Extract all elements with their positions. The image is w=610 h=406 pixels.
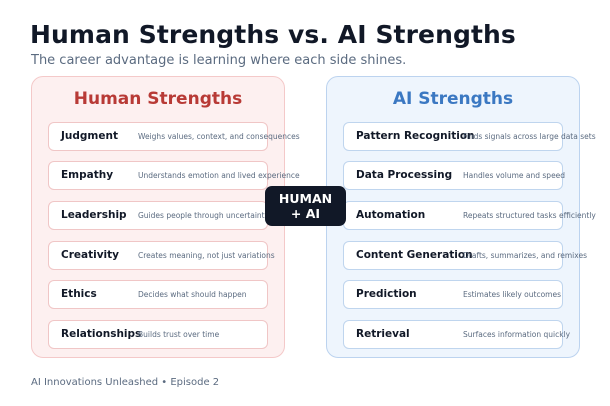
badge-line-2: + AI xyxy=(290,206,321,221)
card-description: Creates meaning, not just variations xyxy=(138,251,275,260)
card-description: Finds signals across large data sets xyxy=(463,132,596,141)
card-label: Leadership xyxy=(61,209,127,221)
human-panel-title: Human Strengths xyxy=(73,89,243,109)
card-description: Handles volume and speed xyxy=(463,171,566,180)
page-title: Human Strengths vs. AI Strengths xyxy=(30,20,516,49)
card-label: Judgment xyxy=(61,130,118,142)
card-label: Automation xyxy=(356,209,426,221)
card-description: Surfaces information quickly xyxy=(463,330,571,339)
human-strengths-panel: Human Strengths Judgment Weighs values, … xyxy=(31,76,300,358)
page-subtitle: The career advantage is learning where e… xyxy=(31,53,407,68)
human-card-relationships: Relationships Builds trust over time xyxy=(48,320,268,349)
ai-card-automation: Automation Repeats structured tasks effi… xyxy=(343,201,596,230)
card-description: Weighs values, context, and consequences xyxy=(138,132,300,141)
human-card-creativity: Creativity Creates meaning, not just var… xyxy=(48,241,275,270)
ai-card-prediction: Prediction Estimates likely outcomes xyxy=(343,280,563,309)
card-description: Understands emotion and lived experience xyxy=(138,171,300,180)
card-label: Prediction xyxy=(356,288,417,300)
ai-card-data-processing: Data Processing Handles volume and speed xyxy=(343,161,566,190)
card-label: Data Processing xyxy=(356,169,453,181)
badge-line-1: HUMAN xyxy=(278,191,333,206)
card-label: Pattern Recognition xyxy=(356,130,475,142)
ai-card-retrieval: Retrieval Surfaces information quickly xyxy=(343,320,570,349)
human-plus-ai-badge: HUMAN + AI xyxy=(265,186,346,226)
ai-strengths-panel: AI Strengths Pattern Recognition Finds s… xyxy=(326,76,596,358)
card-label: Retrieval xyxy=(356,328,410,340)
human-card-leadership: Leadership Guides people through uncerta… xyxy=(48,201,270,230)
card-description: Decides what should happen xyxy=(138,290,247,299)
ai-card-content-generation: Content Generation Drafts, summarizes, a… xyxy=(343,241,587,270)
card-description: Repeats structured tasks efficiently xyxy=(463,211,596,220)
card-label: Ethics xyxy=(61,288,97,300)
card-label: Empathy xyxy=(61,169,114,181)
human-card-empathy: Empathy Understands emotion and lived ex… xyxy=(48,161,300,190)
card-description: Guides people through uncertainty xyxy=(138,211,270,220)
card-label: Relationships xyxy=(61,328,142,340)
card-description: Builds trust over time xyxy=(138,330,220,339)
card-label: Creativity xyxy=(61,249,120,261)
human-card-judgment: Judgment Weighs values, context, and con… xyxy=(48,122,300,151)
human-card-ethics: Ethics Decides what should happen xyxy=(48,280,268,309)
card-description: Estimates likely outcomes xyxy=(463,290,562,299)
footer-caption: AI Innovations Unleashed • Episode 2 xyxy=(31,377,220,388)
ai-panel-title: AI Strengths xyxy=(392,89,514,109)
ai-card-pattern-recognition: Pattern Recognition Finds signals across… xyxy=(343,122,596,151)
card-description: Drafts, summarizes, and remixes xyxy=(463,251,587,260)
card-label: Content Generation xyxy=(356,249,473,261)
